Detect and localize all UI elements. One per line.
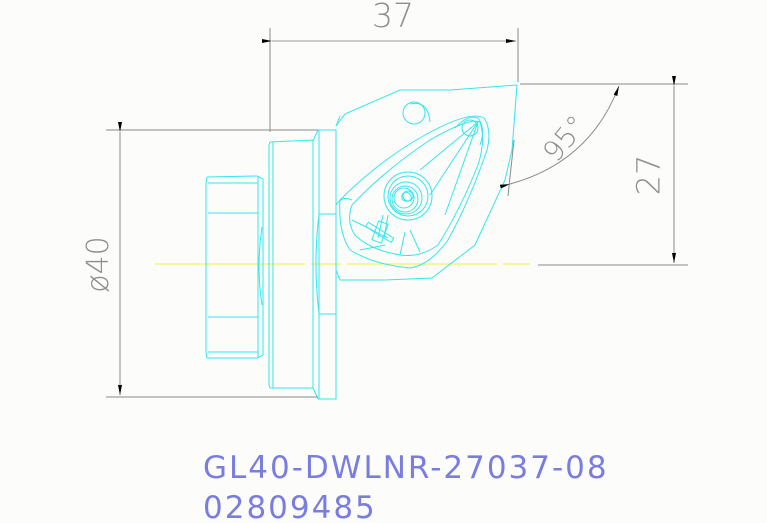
dimension-lines <box>106 28 688 398</box>
dimension-diameter: ø40 <box>80 236 116 293</box>
tool-holder-outline <box>205 84 518 400</box>
order-code-label: 02809485 <box>203 490 377 523</box>
dimension-length: 37 <box>372 0 414 35</box>
part-number-label: GL40-DWLNR-27037-08 <box>203 450 609 486</box>
dimension-height: 27 <box>629 154 668 196</box>
